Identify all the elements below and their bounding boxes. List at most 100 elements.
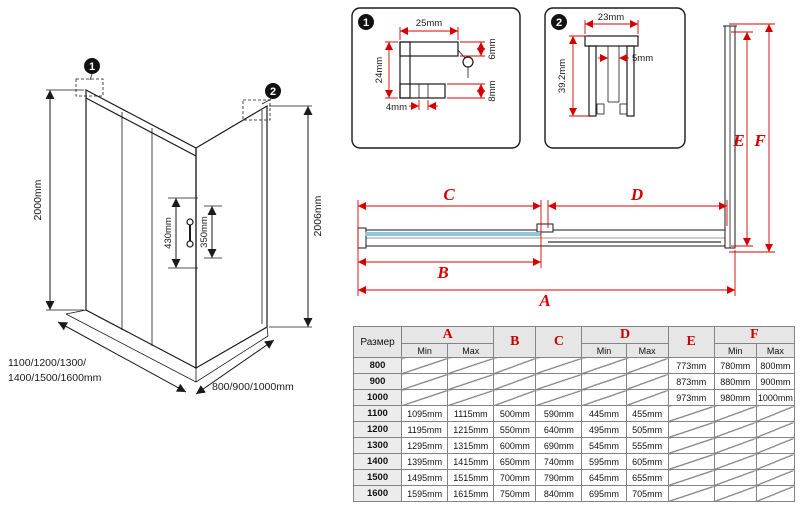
plan-view: C D B A E F: [357, 23, 775, 310]
cell-c: 740mm: [535, 453, 583, 470]
cell-na: [447, 389, 495, 406]
detail-region-2: [242, 99, 271, 121]
cell-na: [535, 373, 583, 390]
wall-profile-plan: [723, 25, 737, 249]
cell-a-min: 1195mm: [401, 421, 449, 438]
dim-39-2mm: 39.2mm: [557, 35, 589, 117]
cell-e: 773mm: [667, 357, 715, 374]
shower-enclosure-drawing: [65, 78, 271, 383]
dim-6mm: 6mm: [460, 38, 498, 60]
cell-na: [713, 421, 757, 438]
col-header-e: E: [667, 326, 715, 358]
cell-na: [755, 437, 796, 454]
cell-d-max: 505mm: [625, 421, 669, 438]
cell-b: 700mm: [493, 469, 537, 486]
row-size-label: 1500: [352, 469, 403, 486]
cell-na: [755, 453, 796, 470]
dim-E: E: [732, 32, 752, 246]
cell-c: 840mm: [535, 485, 583, 502]
detail-1-upper-right-label: 6mm: [487, 38, 498, 59]
cell-b: 650mm: [493, 453, 537, 470]
door-widths-line1: 1100/1200/1300/: [8, 357, 86, 369]
cell-na: [581, 357, 627, 374]
label-F: F: [753, 131, 766, 150]
table-header-row: Размер A B C D E F: [352, 326, 796, 358]
cell-f-max: 800mm: [755, 357, 796, 374]
cell-b: 600mm: [493, 437, 537, 454]
handle-inner-label: 350mm: [199, 216, 210, 248]
marker-1-number: 1: [89, 61, 95, 73]
cell-a-min: 1095mm: [401, 405, 449, 422]
dim-height-left: 2000mm: [32, 89, 84, 311]
cell-f-min: 980mm: [713, 389, 757, 406]
cell-na: [447, 373, 495, 390]
dim-side-widths: 800/900/1000mm: [195, 339, 294, 395]
detail-box-2: 2 23mm 39.2mm: [544, 7, 686, 149]
dim-handle-inner: 350mm: [199, 205, 222, 259]
dim-23mm: 23mm: [584, 12, 639, 34]
f-min-header: Min: [713, 343, 757, 358]
table-row: 900 873mm 880mm 900mm: [352, 373, 796, 390]
cell-d-min: 645mm: [581, 469, 627, 486]
detail-2-marker-number: 2: [556, 17, 562, 29]
dim-D: D: [548, 185, 727, 211]
cell-a-max: 1415mm: [447, 453, 495, 470]
row-size-label: 900: [352, 373, 403, 390]
profile-2-drawing: [584, 35, 639, 117]
cell-c: 640mm: [535, 421, 583, 438]
cell-d-min: 545mm: [581, 437, 627, 454]
dim-5mm: 5mm: [598, 53, 653, 64]
detail-2-slot-width-label: 5mm: [632, 53, 653, 64]
height-left-label: 2000mm: [32, 179, 44, 220]
cell-f-max: 1000mm: [755, 389, 796, 406]
cell-a-max: 1215mm: [447, 421, 495, 438]
cell-na: [667, 421, 715, 438]
f-max-header: Max: [755, 343, 796, 358]
top-rail: [85, 97, 197, 157]
cell-na: [535, 389, 583, 406]
dim-24mm: 24mm: [374, 41, 398, 99]
cell-d-min: 445mm: [581, 405, 627, 422]
plan-rail: [357, 223, 729, 249]
cell-c: 790mm: [535, 469, 583, 486]
label-B: B: [436, 263, 448, 282]
table-row: 1600 1595mm 1615mm 750mm 840mm 695mm 705…: [352, 485, 796, 502]
table-row: 1200 1195mm 1215mm 550mm 640mm 495mm 505…: [352, 421, 796, 438]
detail-1-top-width-label: 25mm: [416, 18, 442, 29]
cell-na: [493, 357, 537, 374]
col-header-size: Размер: [352, 326, 403, 358]
cell-na: [493, 389, 537, 406]
col-header-c: C: [535, 326, 583, 358]
row-size-label: 1100: [352, 405, 403, 422]
cell-f-min: 880mm: [713, 373, 757, 390]
a-min-header: Min: [401, 343, 449, 358]
dim-height-right: 2006mm: [269, 105, 324, 328]
cell-a-min: 1595mm: [401, 485, 449, 502]
detail-region-1: [75, 78, 104, 97]
cell-d-max: 655mm: [625, 469, 669, 486]
door-handle: [186, 218, 194, 248]
cell-a-min: 1495mm: [401, 469, 449, 486]
cell-na: [755, 469, 796, 486]
cell-na: [755, 405, 796, 422]
dim-F: F: [753, 24, 774, 252]
cell-d-max: 605mm: [625, 453, 669, 470]
dim-C: C: [358, 185, 541, 211]
label-D: D: [630, 185, 643, 204]
cell-na: [667, 485, 715, 502]
handle-outer-label: 430mm: [163, 217, 174, 249]
cell-na: [667, 405, 715, 422]
cell-c: 590mm: [535, 405, 583, 422]
label-C: C: [443, 185, 455, 204]
col-header-b: B: [493, 326, 537, 358]
detail-2-left-height-label: 39.2mm: [557, 59, 568, 93]
cell-d-max: 555mm: [625, 437, 669, 454]
cell-e: 973mm: [667, 389, 715, 406]
size-table: Размер A B C D E F Min Max Min Max Min M…: [352, 326, 796, 502]
d-min-header: Min: [581, 343, 627, 358]
cell-na: [447, 357, 495, 374]
dim-8mm: 8mm: [447, 80, 498, 102]
col-header-f: F: [713, 326, 796, 344]
row-size-label: 1600: [352, 485, 403, 502]
